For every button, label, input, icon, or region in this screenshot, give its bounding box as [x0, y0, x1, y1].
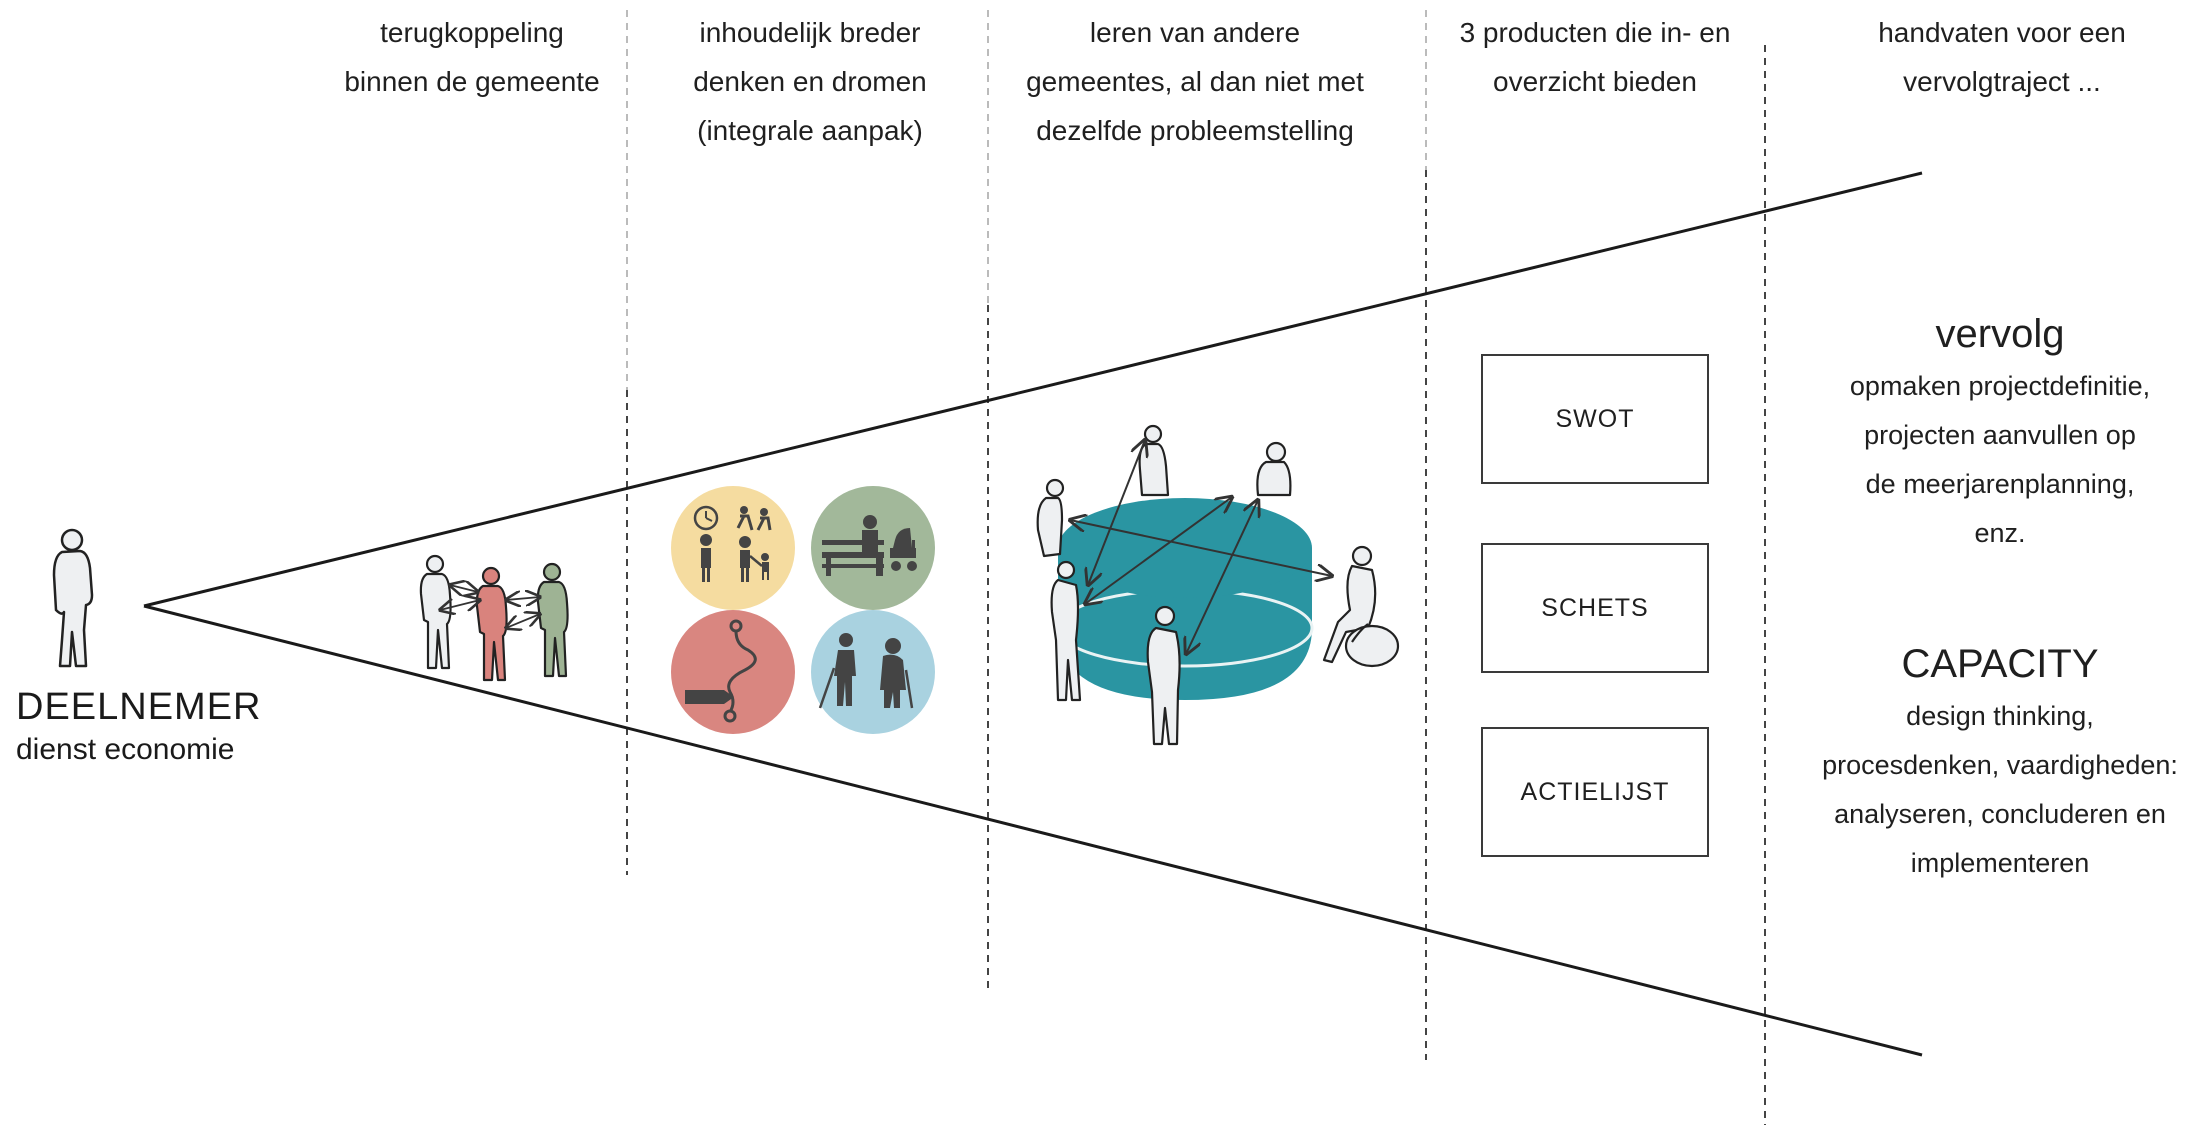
product-box-schets: SCHETS: [1481, 543, 1709, 673]
figure-red: [475, 566, 508, 682]
column-heading-integral: inhoudelijk breder denken en dromen (int…: [655, 8, 965, 155]
product-box-swot: SWOT: [1481, 354, 1709, 484]
follow-up-line: enz.: [1974, 518, 2026, 548]
funnel-lines: [143, 171, 1923, 1057]
funnel-bottom-line: [143, 604, 1923, 1057]
clock-activity-icon: [671, 486, 795, 610]
figure-grey: [419, 554, 452, 670]
follow-up-title: vervolg: [1935, 312, 2065, 356]
column-heading-feedback: terugkoppeling binnen de gemeente: [322, 8, 622, 106]
route-icon: [671, 610, 795, 734]
column-dividers: [626, 10, 1766, 1125]
column-heading-line: vervolgtraject ...: [1903, 66, 2101, 97]
product-box-actielijst: ACTIELIJST: [1481, 727, 1709, 857]
participant-subtitle: dienst economie: [16, 733, 235, 766]
capacity-title: CAPACITY: [1901, 642, 2099, 686]
funnel-top-line: [143, 171, 1923, 608]
elderly-accessibility-icon: [811, 610, 935, 734]
follow-up-line: opmaken projectdefinitie,: [1849, 371, 2151, 401]
follow-up-line: de meerjarenplanning,: [1865, 469, 2135, 499]
column-heading-products: 3 producten die in- en overzicht bieden: [1435, 8, 1755, 106]
column-heading-learning: leren van andere gemeentes, al dan niet …: [1000, 8, 1390, 155]
participant-label: DEELNEMER dienst economie: [16, 684, 262, 770]
follow-up-block: vervolg opmaken projectdefinitie, projec…: [1800, 306, 2200, 558]
column-heading-line: (integrale aanpak): [697, 115, 923, 146]
column-heading-line: terugkoppeling: [380, 17, 564, 48]
capacity-block: CAPACITY design thinking, procesdenken, …: [1800, 636, 2200, 888]
follow-up-line: projecten aanvullen op: [1864, 420, 2136, 450]
column-heading-line: 3 producten die in- en: [1459, 17, 1731, 48]
column-heading-line: gemeentes, al dan niet met: [1026, 66, 1364, 97]
person-icon: [52, 528, 94, 668]
capacity-line: analyseren, concluderen en: [1834, 799, 2166, 829]
participant-title: DEELNEMER: [16, 686, 262, 728]
column-heading-line: overzicht bieden: [1493, 66, 1697, 97]
feedback-figures-icon: [419, 554, 569, 682]
column-heading-line: leren van andere: [1089, 17, 1301, 48]
column-heading-line: binnen de gemeente: [344, 66, 600, 97]
capacity-line: design thinking,: [1906, 701, 2094, 731]
column-heading-line: handvaten voor een: [1878, 17, 2126, 48]
column-heading-line: denken en dromen: [693, 66, 927, 97]
column-heading-line: dezelfde probleemstelling: [1036, 115, 1354, 146]
bench-stroller-icon: [811, 486, 935, 610]
capacity-line: implementeren: [1910, 848, 2090, 878]
capacity-line: procesdenken, vaardigheden:: [1822, 750, 2178, 780]
column-heading-follow-up: handvaten voor een vervolgtraject ...: [1842, 8, 2162, 106]
round-table-icon: [1036, 424, 1400, 746]
column-heading-line: inhoudelijk breder: [699, 17, 921, 48]
figure-green: [536, 562, 569, 678]
